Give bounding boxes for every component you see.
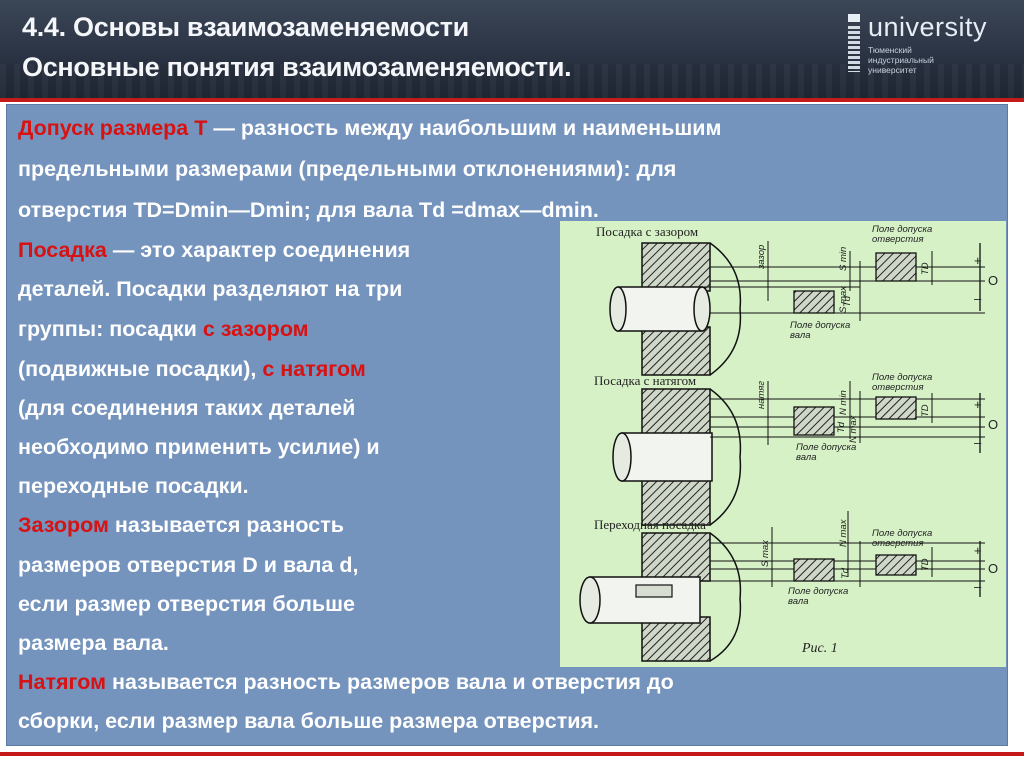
logo-sub-line: университет <box>868 65 917 75</box>
label-line: вала <box>790 330 811 341</box>
label-td-shaft: Td <box>836 421 847 433</box>
term-zazor: Зазором <box>18 513 109 537</box>
term-s-natyagom: с натягом <box>262 357 366 381</box>
sign-minus: – <box>974 435 982 450</box>
label-td-shaft: Td <box>840 567 851 579</box>
logo-sub-line: индустриальный <box>868 55 934 65</box>
text-line: если размер отверстия больше <box>18 592 355 616</box>
sign-minus: – <box>974 291 982 306</box>
label-line: Поле допуска <box>790 320 851 331</box>
fit-clearance-drawing <box>609 241 985 376</box>
label-td-hole: TD <box>920 404 931 417</box>
term-posadka: Посадка <box>18 238 107 262</box>
label-smin: S min <box>838 246 849 271</box>
label-line: Поле допуска <box>872 224 933 235</box>
label-nmax: N max <box>848 415 859 443</box>
text-line: (подвижные посадки), с натягом <box>18 355 366 384</box>
label-line: отверстия <box>872 382 924 393</box>
term-s-zazorom: с зазором <box>202 317 309 341</box>
slide-title-line2: Основные понятия взаимозаменяемости. <box>22 52 572 82</box>
sign-zero: O <box>988 561 999 576</box>
fit-interference-drawing <box>612 381 985 526</box>
caption-clearance-fit: Посадка с зазором <box>596 224 699 239</box>
text-span: называется разность размеров вала и отве… <box>105 670 674 694</box>
label-nmin: N min <box>838 390 849 415</box>
text-line: размера вала. <box>18 631 169 655</box>
label-line: Поле допуска <box>796 442 857 453</box>
label-td-shaft: Td <box>842 295 853 307</box>
label-smax-transition: S max <box>760 540 771 567</box>
text-line: Допуск размера T — разность между наибол… <box>18 114 721 143</box>
text-line: деталей. Посадки разделяют на три <box>18 277 403 301</box>
sign-zero: O <box>988 417 999 432</box>
label-line: Поле допуска <box>872 528 933 539</box>
text-line: размеров отверстия D и вала d, <box>18 553 359 577</box>
text-line: группы: посадки с зазором <box>18 315 309 344</box>
header-accent-bar <box>0 98 1024 102</box>
sign-minus: – <box>974 579 982 594</box>
university-logo: university Тюменский индустриальный унив… <box>848 12 1008 75</box>
text-line: сборки, если размер вала больше размера … <box>18 709 599 733</box>
text-line: предельными размерами (предельными откло… <box>18 157 677 181</box>
logo-wordmark: university <box>868 12 988 42</box>
label-nmax: N max <box>838 519 849 547</box>
fits-figure: Посадка с зазором Посадка с натягом Пере… <box>560 221 1006 667</box>
label-td-hole: TD <box>920 558 931 571</box>
text-span: (подвижные посадки), <box>18 357 263 381</box>
label-line: отверстия <box>872 538 924 549</box>
text-span: группы: посадки <box>18 317 203 341</box>
text-line: Натягом называется разность размеров вал… <box>18 668 674 697</box>
text-span: — это характер соединения <box>106 238 411 262</box>
slide-header: 4.4. Основы взаимозаменяемости Основные … <box>0 0 1024 98</box>
text-line: переходные посадки. <box>18 474 249 498</box>
label-line: Поле допуска <box>872 372 933 383</box>
label-natyag: натяг <box>756 380 767 409</box>
fit-transition-drawing <box>579 511 985 662</box>
logo-mark-icon <box>848 14 860 72</box>
label-line: отверстия <box>872 234 924 245</box>
figure-number: Рис. 1 <box>802 641 838 656</box>
logo-subtitle: Тюменский индустриальный университет <box>868 45 934 75</box>
sign-plus: + <box>974 397 982 412</box>
text-line: (для соединения таких деталей <box>18 396 356 420</box>
text-line: необходимо применить усилие) и <box>18 435 380 459</box>
text-line: Зазором называется разность <box>18 511 344 540</box>
label-line: Поле допуска <box>788 586 849 597</box>
footer-accent-bar <box>0 752 1024 756</box>
caption-interference-fit: Посадка с натягом <box>594 373 697 388</box>
logo-sub-line: Тюменский <box>868 45 912 55</box>
label-zazor: зазор <box>756 244 767 269</box>
sign-plus: + <box>974 543 982 558</box>
text-line: Посадка — это характер соединения <box>18 236 410 265</box>
label-line: вала <box>788 596 809 607</box>
text-span: называется разность <box>108 513 344 537</box>
caption-transition-fit: Переходная посадка <box>594 517 706 532</box>
label-line: вала <box>796 452 817 463</box>
text-span: — разность между наибольшим и наименьшим <box>207 116 722 140</box>
text-line: отверстия TD=Dmin—Dmin; для вала Td =dma… <box>18 198 599 222</box>
label-td-hole: TD <box>920 262 931 275</box>
sign-plus: + <box>974 253 982 268</box>
term-natyag: Натягом <box>18 670 106 694</box>
slide-title-line1: 4.4. Основы взаимозаменяемости <box>22 12 469 42</box>
term-dopusk: Допуск размера T <box>18 116 208 140</box>
fits-diagram <box>579 241 985 662</box>
sign-zero: O <box>988 273 999 288</box>
